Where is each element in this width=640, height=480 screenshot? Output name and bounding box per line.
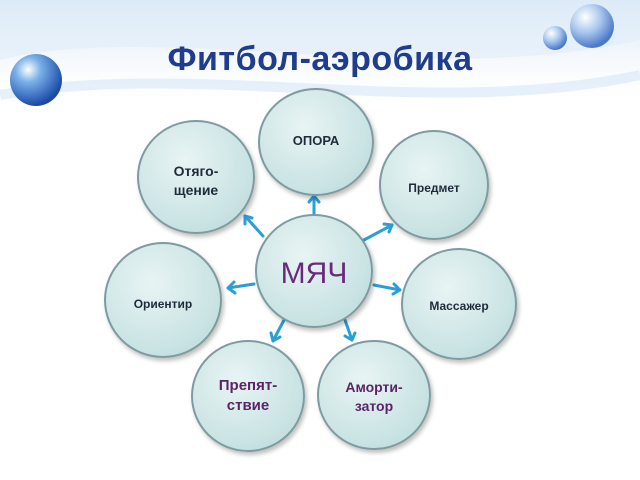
node-predmet: Предмет (379, 130, 489, 240)
node-otyagoshchenie: Отяго- щение (137, 120, 255, 234)
node-massazher: Массажер (401, 248, 517, 360)
node-label-opora: ОПОРА (292, 133, 340, 148)
node-amortizator: Аморти- затор (317, 340, 431, 450)
decor-orb-right (570, 4, 614, 48)
arrow-to-orientir (226, 280, 256, 295)
node-prepyatstvie: Препят- ствие (191, 340, 305, 452)
node-label-amortizator: Аморти- затор (345, 379, 403, 414)
arrow-to-prepyatstvie (269, 318, 286, 343)
node-label-prepyatstvie: Препят- ствие (218, 377, 278, 415)
decor-orb-left (10, 54, 62, 106)
node-label-orientir: Ориентир (133, 297, 193, 311)
page-title: Фитбол-аэробика (167, 40, 473, 78)
arrow-to-predmet (362, 222, 394, 242)
arrow-to-massazher (372, 282, 402, 296)
decor-orb-small (543, 26, 567, 50)
node-opora: ОПОРА (258, 88, 374, 196)
node-label-otyagoshchenie: Отяго- щение (173, 163, 219, 198)
node-label-massazher: Массажер (429, 299, 489, 313)
node-center-myach: МЯЧ (255, 214, 373, 328)
node-label-predmet: Предмет (408, 181, 460, 195)
arrow-to-otyagoshchenie (243, 214, 265, 238)
center-label: МЯЧ (280, 257, 348, 290)
node-orientir: Ориентир (104, 242, 222, 358)
arrow-to-amortizator (343, 318, 357, 342)
